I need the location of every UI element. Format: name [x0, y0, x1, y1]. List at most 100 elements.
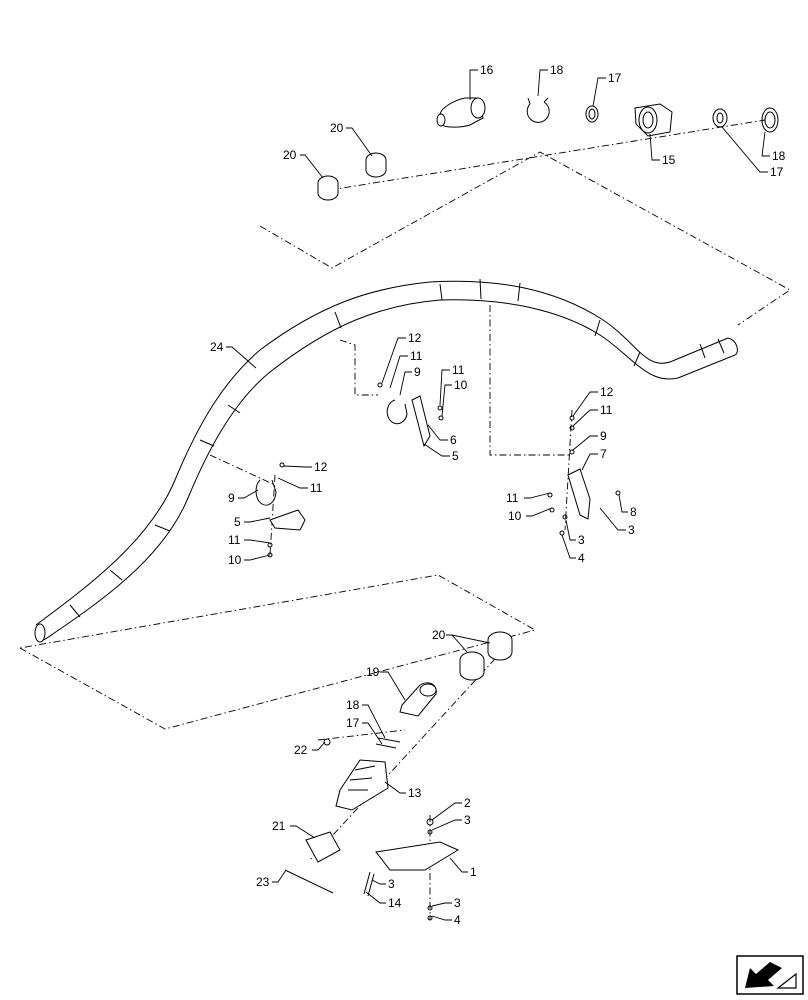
nut-bottom — [559, 530, 565, 536]
callout-17: 17 — [608, 71, 622, 85]
top-fittings — [317, 97, 779, 201]
callout-11: 11 — [600, 403, 613, 417]
callout-3: 3 — [388, 877, 395, 891]
callout-7: 7 — [600, 447, 607, 461]
housing-ribs — [348, 765, 376, 791]
elbow-tail — [436, 113, 446, 127]
elbow-housing — [335, 759, 389, 811]
hose-end-right — [699, 337, 738, 359]
callout-11: 11 — [310, 481, 323, 495]
callout-24: 24 — [210, 340, 224, 354]
right-bracket-boundary — [489, 305, 570, 456]
callout-9: 9 — [228, 491, 235, 505]
clamp-axis — [329, 119, 766, 191]
callout-10: 10 — [228, 553, 242, 567]
callout-18: 18 — [772, 149, 786, 163]
callout-12: 12 — [600, 385, 614, 399]
left-bracket-boundary — [339, 339, 378, 396]
callout-11: 11 — [506, 491, 519, 505]
bolt-bottom — [426, 818, 434, 826]
callout-15: 15 — [662, 153, 676, 167]
hose-outline-top — [35, 280, 729, 626]
clamp-ring-lower — [375, 737, 401, 749]
right-bracket-set — [547, 415, 621, 536]
bolt-axis-left — [269, 474, 276, 556]
callout-19: 19 — [366, 665, 380, 679]
callout-5: 5 — [234, 515, 241, 529]
callout-22: 22 — [294, 743, 308, 757]
washer-bottom-a — [427, 829, 433, 835]
callout-18: 18 — [550, 63, 564, 77]
nut-left — [267, 542, 273, 548]
elbow-mouth — [470, 97, 486, 119]
hose-segment-lines — [109, 278, 641, 581]
callout-11: 11 — [410, 349, 423, 363]
arrow-shape — [745, 962, 782, 988]
washer-bottom — [562, 514, 568, 520]
rod — [284, 869, 334, 894]
bolt-head-left — [279, 462, 285, 468]
callout-12: 12 — [314, 460, 328, 474]
p-clamp-upper — [386, 399, 408, 425]
callout-20: 20 — [283, 148, 297, 162]
pin-axis — [317, 729, 406, 741]
callout-4: 4 — [454, 913, 461, 927]
spring-clamp-right — [761, 107, 779, 133]
spring-clamp-right-inner — [764, 111, 776, 129]
hose-end-left — [34, 623, 46, 643]
callout-8: 8 — [630, 505, 637, 519]
p-clamp-left — [255, 479, 277, 506]
o-ring — [585, 105, 599, 123]
bracket-right — [567, 468, 591, 520]
o-ring-inner — [588, 108, 596, 120]
callout-9: 9 — [600, 429, 607, 443]
leaders — [226, 69, 770, 921]
washer-bottom-b — [427, 905, 433, 911]
callout-2: 2 — [464, 796, 471, 810]
arrow-tail — [776, 972, 797, 989]
lower-boundary — [19, 574, 537, 730]
clip-right — [569, 449, 575, 455]
hose-clamp-upper — [365, 152, 387, 178]
callout-21: 21 — [272, 819, 286, 833]
hose-clamp-lower — [317, 175, 339, 201]
flange-bore-inner — [642, 111, 654, 129]
assembly-boundaries — [19, 119, 791, 920]
arrow-icon[interactable] — [736, 955, 804, 995]
mid-link — [209, 454, 276, 486]
hose-clamp-lower-b — [487, 631, 513, 661]
callout-3: 3 — [578, 533, 585, 547]
callout-labels: 16 18 17 15 18 17 20 20 24 12 11 9 11 10… — [210, 63, 786, 927]
o-ring-right — [712, 108, 728, 128]
callout-12: 12 — [408, 331, 422, 345]
callout-3: 3 — [454, 896, 461, 910]
mount-bracket — [305, 831, 341, 863]
nut — [437, 405, 443, 411]
lower-assembly — [284, 631, 513, 921]
callout-23: 23 — [256, 875, 270, 889]
o-ring-right-inner — [716, 112, 724, 124]
callout-14: 14 — [388, 896, 402, 910]
callout-11: 11 — [452, 363, 465, 377]
callout-3: 3 — [628, 523, 635, 537]
bolt-head-right — [569, 415, 575, 421]
hose-outline-bottom — [43, 299, 736, 641]
pin — [323, 738, 331, 746]
callout-13: 13 — [408, 786, 422, 800]
main-hose — [34, 278, 738, 643]
pin-rod — [363, 871, 375, 897]
flange-bore — [638, 106, 658, 134]
bolt-axis-right — [564, 409, 573, 531]
upper-boundary — [259, 151, 791, 326]
callout-18: 18 — [346, 698, 360, 712]
bolt-side — [615, 490, 621, 496]
spring-clamp — [526, 97, 550, 123]
callout-1: 1 — [470, 865, 477, 879]
callout-10: 10 — [454, 378, 468, 392]
callout-10: 10 — [508, 509, 522, 523]
callout-17: 17 — [346, 716, 360, 730]
boot-mouth — [419, 683, 437, 697]
callout-16: 16 — [480, 63, 494, 77]
